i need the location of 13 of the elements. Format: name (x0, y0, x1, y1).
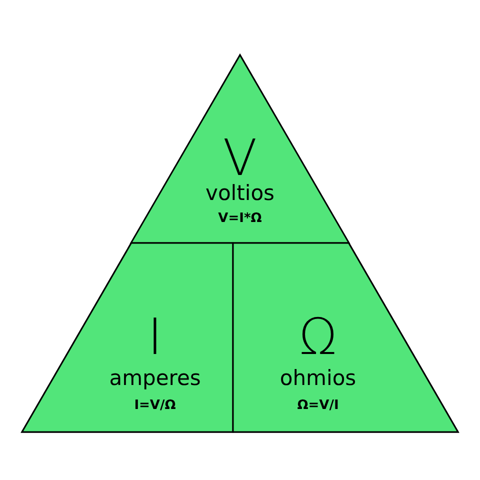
triangle-section (22, 243, 233, 432)
unit-label: voltios (206, 183, 274, 204)
unit-label: ohmios (280, 368, 356, 389)
formula-label: V=I*Ω (218, 212, 262, 225)
symbol-label: Ω (298, 312, 338, 362)
triangle-shape (22, 55, 458, 432)
unit-label: amperes (109, 368, 201, 389)
triangle-section (131, 55, 349, 243)
formula-label: I=V/Ω (134, 399, 176, 412)
symbol-label: I (148, 312, 162, 362)
formula-label: Ω=V/I (297, 399, 339, 412)
triangle-section (233, 243, 458, 432)
symbol-label: V (222, 133, 258, 183)
